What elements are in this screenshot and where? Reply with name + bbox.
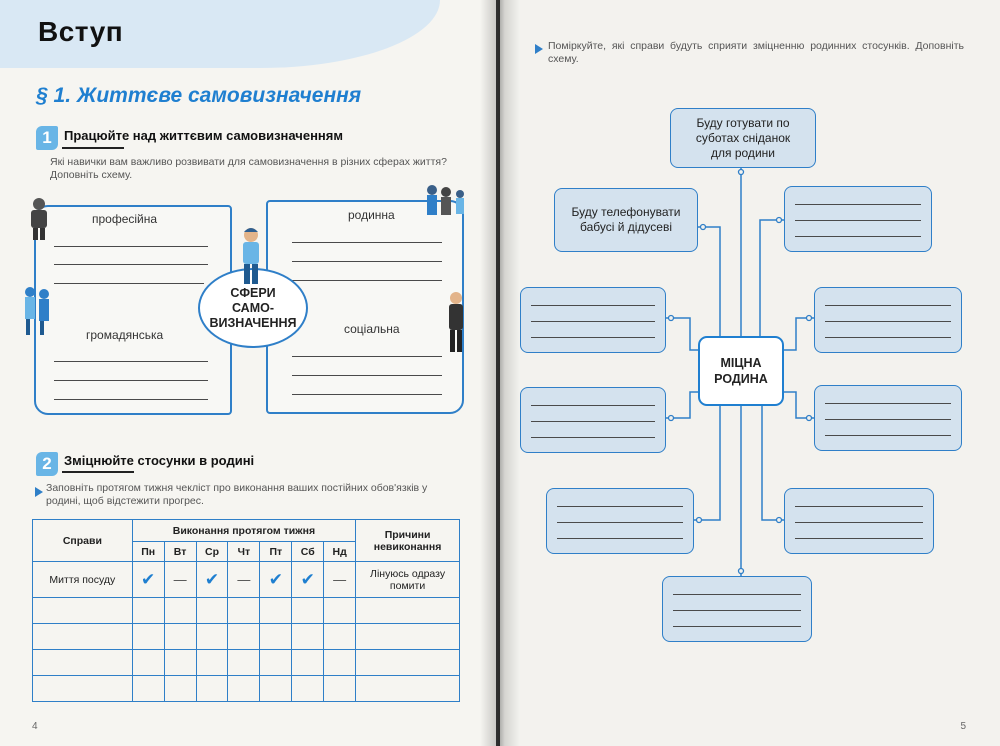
writing-line <box>54 283 204 284</box>
task1-underline <box>62 147 124 149</box>
empty-cell[interactable] <box>163 675 197 702</box>
check-mark-cell[interactable]: ✔ <box>131 561 165 598</box>
table-row <box>32 649 460 676</box>
day-header: Пт <box>259 541 293 562</box>
empty-cell[interactable] <box>131 597 165 624</box>
sphere-label-professional: професійна <box>92 212 158 226</box>
left-page: Вступ § 1. Життєве самовизначення 1 Прац… <box>0 0 496 746</box>
task-cell[interactable]: Миття посуду <box>32 561 133 598</box>
empty-cell[interactable] <box>259 675 293 702</box>
section-title: § 1. Життєве самовизначення <box>36 84 362 107</box>
bullet-arrow-icon <box>35 487 43 497</box>
sphere-label-family: родинна <box>348 208 395 222</box>
empty-cell[interactable] <box>163 649 197 676</box>
task-number-badge: 1 <box>36 126 58 150</box>
empty-cell[interactable] <box>323 675 357 702</box>
family-figure-icon <box>427 185 464 215</box>
mindmap-node-empty[interactable] <box>662 576 812 642</box>
empty-cell[interactable] <box>355 675 460 702</box>
empty-cell[interactable] <box>291 649 325 676</box>
day-header: Пн <box>131 541 165 562</box>
writing-line <box>292 261 442 262</box>
empty-cell[interactable] <box>323 597 357 624</box>
mindmap-node-empty[interactable] <box>784 488 934 554</box>
task-number-badge: 2 <box>36 452 58 476</box>
col-header-week: Виконання протягом тижня <box>131 519 357 542</box>
writing-line <box>292 280 442 281</box>
table-row <box>32 675 460 702</box>
writing-line <box>54 264 208 265</box>
task2-underline <box>62 471 134 473</box>
writing-line <box>54 399 208 400</box>
empty-cell[interactable] <box>195 649 229 676</box>
col-header-tasks: Справи <box>32 519 133 562</box>
empty-cell[interactable] <box>195 675 229 702</box>
writing-line <box>292 375 442 376</box>
teen-figure-icon <box>243 228 259 284</box>
empty-cell[interactable] <box>32 675 133 702</box>
day-header: Вт <box>163 541 197 562</box>
sphere-label-social: соціальна <box>344 322 400 336</box>
empty-cell[interactable] <box>259 597 293 624</box>
day-header: Ср <box>195 541 229 562</box>
mindmap-node-empty[interactable] <box>784 186 932 252</box>
table-row: Миття посуду ✔ — ✔ — ✔ ✔ — Лінуюсь одраз… <box>32 561 460 598</box>
empty-cell[interactable] <box>131 649 165 676</box>
writing-line <box>292 242 442 243</box>
weekly-checklist-table: Справи Виконання протягом тижня Причини … <box>32 519 460 702</box>
crowd-figure-icon <box>25 287 49 335</box>
task1-instructions: Які навички вам важливо розвивати для са… <box>50 156 447 181</box>
empty-cell[interactable] <box>291 675 325 702</box>
empty-cell[interactable] <box>291 623 325 650</box>
empty-cell[interactable] <box>259 623 293 650</box>
writing-line <box>292 394 442 395</box>
mindmap-center-strong-family: МІЦНА РОДИНА <box>698 336 784 406</box>
empty-cell[interactable] <box>323 649 357 676</box>
empty-cell[interactable] <box>131 675 165 702</box>
col-header-reasons: Причини невиконання <box>355 519 460 562</box>
mindmap-node-empty[interactable] <box>520 287 666 353</box>
writing-line <box>54 380 208 381</box>
mindmap-node-empty[interactable] <box>814 385 962 451</box>
mindmap-node-empty[interactable] <box>814 287 962 353</box>
mindmap-node-empty[interactable] <box>546 488 694 554</box>
page-number-left: 4 <box>32 721 38 732</box>
spheres-center: СФЕРИ САМО- ВИЗНАЧЕННЯ <box>198 268 308 348</box>
student-figure-icon <box>449 292 463 352</box>
task2-title: Зміцнюйте стосунки в родині <box>64 453 255 468</box>
page-number-right: 5 <box>960 721 966 732</box>
empty-cell[interactable] <box>32 623 133 650</box>
empty-cell[interactable] <box>227 675 261 702</box>
writing-line <box>292 356 442 357</box>
reason-cell[interactable]: Лінуюсь одразу помити <box>355 561 460 598</box>
page-header: Вступ <box>38 16 124 47</box>
writing-line <box>54 361 208 362</box>
bullet-arrow-icon <box>535 44 543 54</box>
worker-figure-icon <box>31 198 47 240</box>
book-spine <box>480 0 520 746</box>
mindmap-node-breakfast[interactable]: Буду готувати по суботах сніданок для ро… <box>670 108 816 168</box>
empty-cell[interactable] <box>131 623 165 650</box>
day-header: Сб <box>291 541 325 562</box>
empty-cell[interactable] <box>291 597 325 624</box>
mindmap-node-empty[interactable] <box>520 387 666 453</box>
empty-cell[interactable] <box>195 623 229 650</box>
task1-title: Працюйте над життєвим самовизначенням <box>64 128 343 143</box>
right-task-instructions: Поміркуйте, які справи будуть сприяти зм… <box>548 40 964 65</box>
mindmap-node-call-grandparents[interactable]: Буду телефонувати бабусі й дідусеві <box>554 188 698 252</box>
writing-line <box>54 246 208 247</box>
sphere-label-civic: громадянська <box>86 328 164 342</box>
task2-instructions: Заповніть протягом тижня чекліст про вик… <box>46 482 428 507</box>
